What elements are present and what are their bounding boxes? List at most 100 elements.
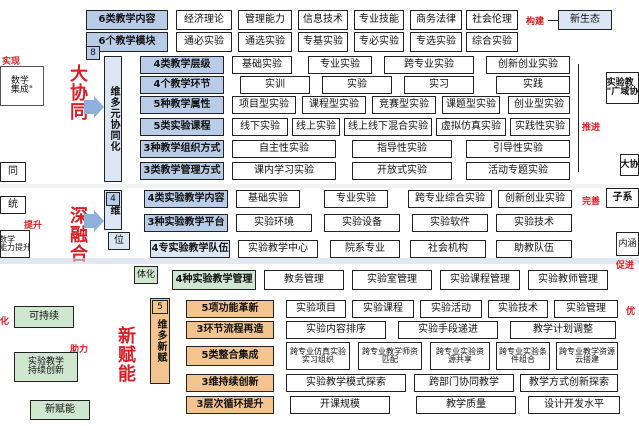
top-row2-item: 专选实验: [410, 32, 462, 52]
s3-row-item: 设计开发水平: [528, 396, 620, 414]
s2-improve-label: 完善: [582, 197, 601, 207]
s1-row-item: 虚拟仿真实验: [436, 118, 506, 136]
s3-row-item: 教学计划调整: [510, 321, 616, 339]
s1-row-label: 3类教学管理方式: [140, 162, 224, 180]
s1-row-item: 引导性实验: [466, 140, 570, 158]
top-row1-item: 社会伦理: [466, 10, 518, 30]
s2-target-box: 子系: [606, 188, 639, 208]
top-row1-item: 信息技术: [298, 10, 348, 30]
left-improve-label: 提升: [24, 221, 43, 231]
section2-wei-label: 位: [108, 232, 130, 250]
section1-arrow-icon: [84, 96, 104, 118]
build-arrow-line: [548, 20, 558, 21]
top-row2-item: 专必实验: [354, 32, 404, 52]
left-integration-box: 数学 集成": [0, 66, 44, 106]
s1-row-label: 5类实验课程: [140, 118, 224, 136]
s3-row-item: 教学方式创新探索: [520, 374, 618, 392]
s3-row-item: 跨部门协同教学: [414, 374, 514, 392]
s2-row-item: 实验技术: [496, 214, 572, 232]
s1-row-item: 线上线下混合实验: [344, 118, 432, 136]
s3-row-item: 跨专业教学师资匹配: [358, 342, 422, 370]
s3-row-item: 实验项目: [286, 300, 346, 318]
s2-row-label: 4种实验教学管理: [172, 270, 256, 290]
s2-target2-box: 内涵: [616, 232, 639, 256]
left-realize-label: 实现: [2, 57, 21, 67]
s2-row-item: 跨专业综合实验: [408, 190, 492, 208]
build-action-label: 构建: [526, 17, 545, 27]
s1-row-item: 创业型实验: [508, 96, 570, 114]
s1-row-item: 实践: [496, 76, 570, 94]
left-tong-label: 统: [0, 196, 26, 214]
s3-row-label: 5项功能革新: [186, 300, 274, 318]
new-ecology-box: 新生态: [558, 10, 612, 30]
top-row1-item: 管理能力: [238, 10, 292, 30]
s1-row-item: 实习: [404, 76, 474, 94]
s2-promote-label: 促进: [616, 261, 635, 271]
s1-row-item: 专业实验: [308, 56, 372, 74]
s1-row-item: 课内学习实验: [232, 162, 336, 180]
s1-row-item: 实践性实验: [510, 118, 570, 136]
s2-tihua-label: 体化: [134, 266, 158, 284]
s2-row-item: 实验课程管理: [440, 270, 520, 290]
s3-row-label: 3维持续创新: [186, 374, 274, 392]
top-row1-item: 商务法律: [410, 10, 462, 30]
top-row1-label: 6类教学内容: [86, 10, 168, 30]
left-tong-box: 同: [0, 162, 26, 182]
s3-row-label: 3层次循环提升: [186, 396, 274, 414]
s3-row-item: 开课规模: [290, 396, 390, 414]
top-row2-item: 专基实验: [298, 32, 348, 52]
s2-row-item: 院系专业: [330, 240, 400, 258]
section3-number: 5: [152, 300, 168, 314]
s3-row-item: 实验内容排序: [286, 321, 386, 339]
s1-row-label: 4个教学环节: [140, 76, 224, 94]
s3-row-item: 教学质量: [416, 396, 516, 414]
s1-row-item: 课程型实验: [302, 96, 366, 114]
s2-row-item: 助教队伍: [496, 240, 572, 258]
section2-arrow-icon: [84, 210, 104, 232]
s2-row-item: 实验软件: [412, 214, 488, 232]
s2-row-label: 4专实验教学队伍: [150, 240, 230, 258]
left-innovation-box: 实验教学 持续创新: [14, 352, 78, 382]
s1-row-label: 5种教学属性: [140, 96, 224, 114]
s1-row-item: 指导性实验: [352, 140, 452, 158]
s2-row-item: 社会机构: [410, 240, 486, 258]
s3-row-item: 实验管理: [554, 300, 618, 318]
section1-number: 8: [86, 46, 100, 60]
top-row2-label: 6个教学模块: [86, 32, 168, 52]
s1-target2-box: 大协: [620, 154, 639, 176]
s3-row-item: 实验手段递进: [398, 321, 498, 339]
s1-row-item: 课题型实验: [442, 96, 500, 114]
section1-vertical-label: 维多元协同化: [104, 56, 122, 182]
s3-row-item: 跨专业仿真实验实习组织: [286, 342, 350, 370]
s1-row-item: 线下实验: [232, 118, 288, 136]
left-ability-box: 数学 能力提升: [0, 230, 30, 258]
s2-row-item: 教务管理: [264, 270, 344, 290]
s2-row-item: 实验环境: [236, 214, 312, 232]
s1-row-item: 自主性实验: [232, 140, 336, 158]
s3-row-label: 5类整合集成: [186, 346, 274, 366]
s2-row-item: 基础实验: [236, 190, 300, 208]
s2-row-item: 实验教学中心: [238, 240, 318, 258]
s2-row-item: 实验设备: [324, 214, 400, 232]
s1-row-item: 竞赛型实验: [372, 96, 436, 114]
s3-row-label: 3环节流程再造: [186, 321, 274, 339]
s3-row-item: 跨专业实验条件组合: [496, 342, 550, 370]
top-row2-item: 综合实验: [466, 32, 518, 52]
left-hua-label: 化: [0, 317, 10, 327]
top-row1-item: 专业技能: [354, 10, 404, 30]
s2-row-item: 专业实验: [324, 190, 388, 208]
s1-row-label: 3种教学组织方式: [140, 140, 224, 158]
left-empower-box: 新赋能: [30, 400, 90, 420]
section3-vertical-label: 维多新赋: [150, 298, 170, 384]
s3-row-item: 实验课程: [352, 300, 414, 318]
section3-title: 新赋能: [115, 326, 136, 383]
s3-row-item: 实验技术: [488, 300, 548, 318]
s1-row-label: 4类教学层级: [140, 56, 224, 74]
s1-row-item: 开放式实验: [352, 162, 452, 180]
s3-row-item: 实验活动: [420, 300, 482, 318]
s3-promote-label: 优: [626, 307, 636, 317]
s1-target-box: 实验教 "广域协: [606, 72, 639, 104]
s1-row-item: 实验: [322, 76, 392, 94]
s1-promote-label: 推进: [582, 123, 601, 133]
s1-row-item: 基础实验: [232, 56, 292, 74]
